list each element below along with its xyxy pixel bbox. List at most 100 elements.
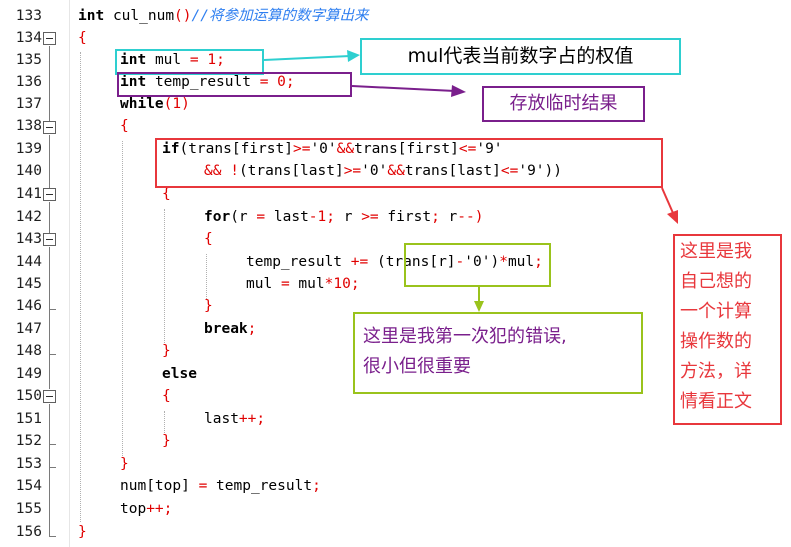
identifier: r: [343, 209, 353, 225]
arrow-temp-result: [351, 85, 466, 97]
annotation-text: 这里是我第一次犯的错误,: [363, 326, 567, 347]
arrow-mul: [263, 50, 360, 62]
brace: {: [162, 186, 171, 202]
code-line-142[interactable]: for(r = last-1; r >= first; r--): [204, 206, 483, 228]
line-number: 154: [15, 478, 42, 494]
code-line-149[interactable]: else: [162, 363, 197, 385]
line-number: 138: [15, 118, 42, 134]
annotation-temp-result: 存放临时结果: [482, 86, 645, 122]
code-line-136[interactable]: int temp_result = 0;: [120, 71, 295, 93]
operator: <=: [458, 141, 477, 157]
operator: ;: [256, 411, 266, 427]
line-number: 134: [15, 30, 42, 46]
line-number: 153: [15, 456, 42, 472]
code-line-143[interactable]: {: [204, 228, 213, 250]
code-line-145[interactable]: mul = mul*10;: [246, 273, 360, 295]
annotation-text: 这里是我: [680, 241, 752, 262]
fold-end-tick: [49, 444, 56, 445]
code-line-155[interactable]: top++;: [120, 498, 172, 520]
code-line-144[interactable]: temp_result += (trans[r]-'0')*mul;: [246, 251, 543, 273]
code-line-147[interactable]: break;: [204, 318, 256, 340]
operator: =: [198, 478, 208, 494]
annotation-text: 一个计算: [680, 301, 752, 322]
annotation-text: 自己想的: [680, 271, 752, 292]
operator: --: [457, 209, 475, 225]
operator: &&: [204, 163, 222, 179]
code-line-148[interactable]: }: [162, 340, 171, 362]
identifier: temp_result: [154, 74, 251, 90]
code-line-134[interactable]: {: [78, 27, 87, 49]
operator: ;: [326, 209, 335, 225]
identifier: temp_result: [216, 478, 313, 494]
expression: (trans[last]: [238, 163, 344, 179]
identifier: top: [120, 501, 147, 517]
operator: -: [455, 254, 465, 270]
code-line-156[interactable]: }: [78, 521, 87, 543]
code-line-151[interactable]: last++;: [204, 408, 265, 430]
operator: &&: [336, 141, 355, 157]
function-name: cul_num: [112, 8, 175, 24]
number: 1: [317, 209, 327, 225]
expression: (trans[first]: [179, 141, 293, 157]
line-number: 142: [15, 209, 42, 225]
line-number: 147: [15, 321, 42, 337]
operator: (: [163, 96, 173, 112]
identifier: last: [204, 411, 239, 427]
annotation-first-mistake: 这里是我第一次犯的错误, 很小但很重要: [353, 312, 643, 394]
identifier: mul: [154, 52, 182, 68]
keyword: else: [162, 366, 197, 382]
code-line-152[interactable]: }: [162, 430, 171, 452]
code-line-141[interactable]: {: [162, 183, 171, 205]
char-literal: '9')): [518, 163, 562, 179]
operator: =: [256, 209, 266, 225]
fold-end-tick: [49, 309, 56, 310]
fold-end-tick: [49, 467, 56, 468]
comment: //将参加运算的数字算出来: [191, 8, 369, 24]
fold-toggle-minus-icon[interactable]: [43, 233, 56, 246]
expression: trans[first]: [354, 141, 459, 157]
operator: ;: [216, 52, 225, 68]
code-line-154[interactable]: num[top] = temp_result;: [120, 475, 321, 497]
brace: {: [162, 388, 171, 404]
keyword: int: [120, 52, 147, 68]
keyword: if: [162, 141, 180, 157]
fold-line: [49, 46, 50, 132]
fold-toggle-minus-icon[interactable]: [43, 188, 56, 201]
annotation-text: 存放临时结果: [509, 93, 618, 114]
code-line-140[interactable]: && !(trans[last]>='0'&&trans[last]<='9')…: [204, 160, 562, 182]
line-number: 148: [15, 343, 42, 359]
operator: ;: [247, 321, 257, 337]
code-line-139[interactable]: if(trans[first]>='0'&&trans[first]<='9': [162, 138, 503, 160]
code-line-138[interactable]: {: [120, 115, 129, 137]
gutter-separator: [69, 0, 70, 547]
brace: }: [120, 456, 129, 472]
operator: ;: [350, 276, 360, 292]
operator: ;: [163, 501, 173, 517]
annotation-text: 操作数的: [680, 331, 752, 352]
operator: <=: [500, 163, 519, 179]
code-line-135[interactable]: int mul = 1;: [120, 49, 225, 71]
line-number: 150: [15, 388, 42, 404]
line-number: 145: [15, 276, 42, 292]
fold-end-tick: [49, 536, 56, 537]
fold-toggle-minus-icon[interactable]: [43, 390, 56, 403]
operator: ++: [238, 411, 257, 427]
line-number: 151: [15, 411, 42, 427]
code-line-146[interactable]: }: [204, 295, 213, 317]
code-line-137[interactable]: while(1): [120, 93, 190, 115]
code-line-150[interactable]: {: [162, 385, 171, 407]
line-number: 139: [15, 141, 42, 157]
operator: >=: [343, 163, 362, 179]
code-line-153[interactable]: }: [120, 453, 129, 475]
fold-toggle-minus-icon[interactable]: [43, 121, 56, 134]
expression: (trans[r]: [376, 254, 456, 270]
indent-guide: [206, 254, 207, 299]
fold-toggle-minus-icon[interactable]: [43, 32, 56, 45]
line-number: 136: [15, 74, 42, 90]
code-line-133[interactable]: int cul_num()//将参加运算的数字算出来: [78, 5, 368, 27]
annotation-text: 方法，详: [680, 361, 752, 382]
operator: ): [474, 209, 484, 225]
highlight-box-digit-conversion: [404, 243, 551, 287]
identifier: last: [273, 209, 309, 225]
line-number: 133: [15, 8, 42, 24]
